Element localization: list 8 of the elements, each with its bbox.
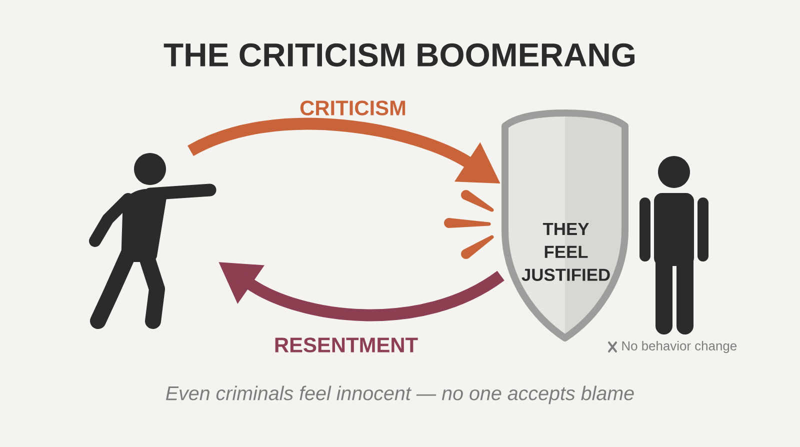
caption: Even criminals feel innocent — no one accepts blame [166, 386, 634, 404]
shield: THEY FEEL JUSTIFIED [502, 109, 628, 342]
edge-label: CRITICISM [298, 98, 408, 118]
note-text: No behavior change [622, 340, 737, 354]
edge-label: RESENTMENT [272, 336, 420, 354]
standing-person-icon [640, 156, 708, 334]
pointing-person-icon [89, 152, 216, 329]
title: THE CRITICISM BOOMERANG [164, 43, 634, 67]
